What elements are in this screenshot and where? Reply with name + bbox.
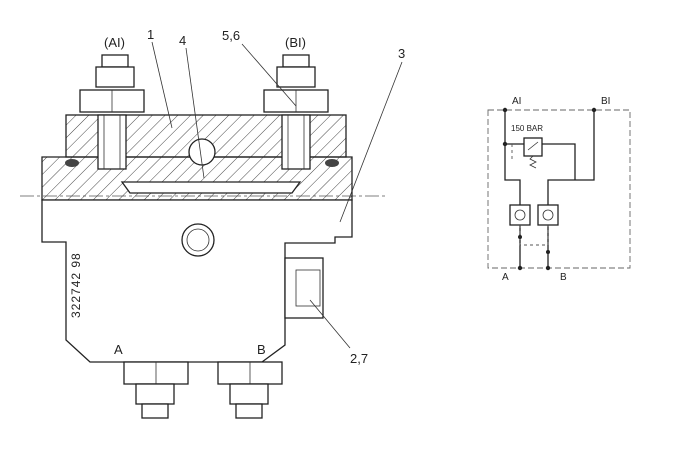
fitting-a1 [79, 54, 145, 170]
callout-5-6: 5,6 [222, 28, 240, 43]
serial-number: 322742 98 [69, 252, 83, 318]
label-b1-top: (BI) [285, 35, 306, 50]
callout-4: 4 [179, 33, 186, 48]
lower-body [41, 199, 353, 363]
spool-channel [120, 181, 302, 194]
relief-valve [523, 137, 543, 157]
body-port-inner [186, 228, 210, 252]
schematic-label-b1: BI [601, 96, 610, 107]
callout-1: 1 [147, 27, 154, 42]
side-cartridge-inner [295, 269, 321, 307]
label-a-bottom: A [114, 342, 123, 357]
seal-left [65, 159, 79, 167]
seal-right [325, 159, 339, 167]
schematic-boundary [487, 109, 631, 269]
schematic-label-a1: AI [512, 96, 521, 107]
schematic-label-b: B [560, 272, 567, 283]
fitting-b1 [263, 54, 329, 170]
pressure-setting: 150 BAR [511, 124, 543, 133]
callout-2-7: 2,7 [350, 351, 368, 366]
fitting-b [217, 361, 283, 419]
schematic-label-a: A [502, 272, 509, 283]
callout-3: 3 [398, 46, 405, 61]
valve-body-section [20, 114, 385, 363]
label-b-bottom: B [257, 342, 266, 357]
check-valve-a [509, 204, 531, 226]
leader-lines [151, 41, 403, 349]
fitting-a [123, 361, 189, 419]
label-a1-top: (AI) [104, 35, 125, 50]
check-valve-b [537, 204, 559, 226]
hydraulic-schematic [487, 107, 631, 271]
